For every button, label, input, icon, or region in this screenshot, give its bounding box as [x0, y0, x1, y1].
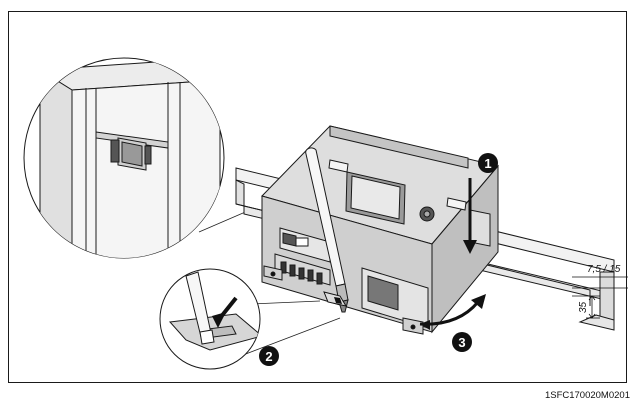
figure-frame: [8, 11, 627, 383]
detail-arrow: [212, 296, 238, 328]
callout-line-clip-2: [229, 317, 341, 361]
rail-height-label: 35: [578, 301, 589, 313]
arrow-press-down: [463, 178, 477, 254]
screwdriver: [305, 147, 349, 313]
step-badge-3: 3: [452, 332, 472, 352]
detail-circle-cabinet: [23, 57, 225, 259]
arrow-tilt: [419, 294, 486, 330]
step-badge-2: 2: [259, 346, 279, 366]
rail-width-label: 7,5 / 15: [587, 264, 621, 275]
callout-line-top: [198, 209, 251, 233]
step-label-2: 2: [265, 349, 272, 364]
document-code: 1SFC170020M0201: [544, 390, 630, 401]
detail-circle-clip: [159, 268, 261, 370]
controller-device: [261, 125, 499, 335]
step-label-1: 1: [484, 156, 491, 171]
step-label-3: 3: [458, 335, 465, 350]
callout-line-clip: [250, 300, 321, 305]
clip-slot: [334, 297, 342, 304]
step-badge-1: 1: [478, 153, 498, 173]
rail-dimensions: [572, 276, 628, 319]
